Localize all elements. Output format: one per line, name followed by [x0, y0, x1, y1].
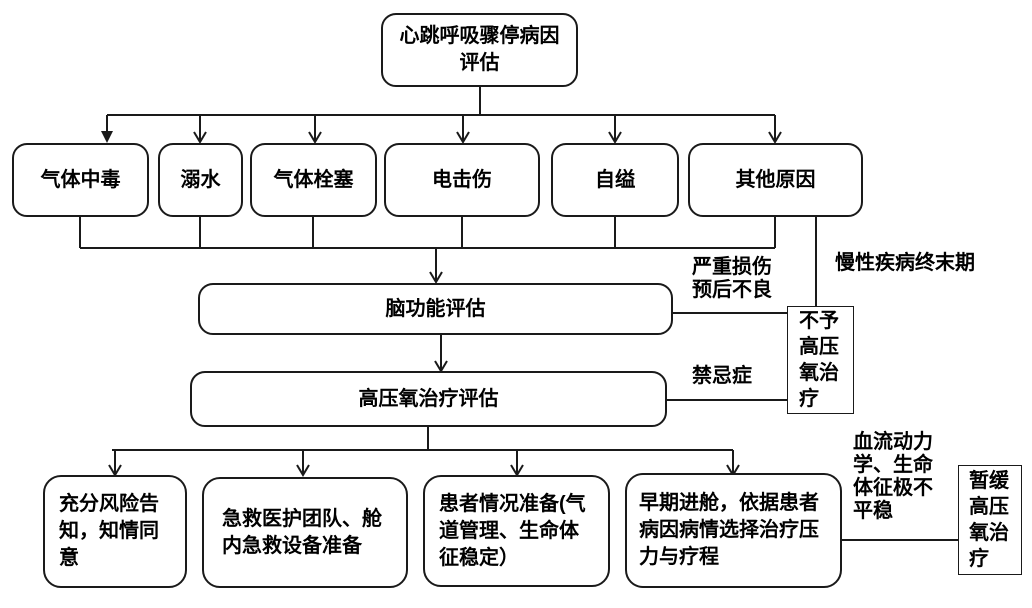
- node-cause-gas-poisoning: 气体中毒: [12, 143, 149, 217]
- node-label: 不予高压氧治疗: [799, 310, 839, 410]
- connector-lines: [79, 87, 958, 541]
- node-cause-hanging: 自缢: [551, 143, 679, 217]
- node-label: 充分风险告知，知情同意: [59, 493, 159, 569]
- node-no-hbo-therapy: 不予高压氧治疗: [787, 306, 854, 414]
- node-label: 溺水: [180, 168, 221, 191]
- node-root-cause-assessment: 心跳呼吸骤停病因评估: [381, 13, 578, 87]
- edge-label-hemodynamic-unstable: 血流动力学、生命体征极不平稳: [853, 431, 933, 522]
- node-prep-team-equipment: 急救医护团队、舱内急救设备准备: [202, 477, 408, 588]
- node-cause-gas-embolism: 气体栓塞: [250, 143, 377, 217]
- node-cause-drowning: 溺水: [158, 143, 243, 217]
- node-prep-patient-condition: 患者情况准备(气道管理、生命体征稳定）: [423, 475, 610, 587]
- node-label: 气体栓塞: [273, 168, 354, 191]
- node-cause-other: 其他原因: [688, 143, 863, 217]
- node-root-label: 心跳呼吸骤停病因评估: [399, 25, 560, 74]
- node-label: 早期进舱，依据患者病因病情选择治疗压力与疗程: [639, 492, 819, 568]
- node-label: 其他原因: [735, 168, 816, 191]
- node-prep-risk-consent: 充分风险告知，知情同意: [43, 475, 187, 588]
- node-defer-hbo-therapy: 暂缓高压氧治疗: [958, 465, 1022, 575]
- node-brain-function-eval: 脑功能评估: [198, 283, 673, 335]
- node-label: 患者情况准备(气道管理、生命体征稳定）: [439, 492, 586, 569]
- node-label: 气体中毒: [40, 168, 121, 191]
- edge-label-severe-injury: 严重损伤预后不良: [692, 256, 772, 301]
- node-label: 暂缓高压氧治疗: [969, 470, 1009, 570]
- node-label: 自缢: [595, 168, 635, 191]
- edge-label-chronic-terminal: 慢性疾病终末期: [835, 252, 975, 274]
- node-cause-electric-shock: 电击伤: [384, 143, 540, 217]
- node-prep-early-entry: 早期进舱，依据患者病因病情选择治疗压力与疗程: [625, 473, 842, 588]
- node-label: 高压氧治疗评估: [358, 387, 499, 410]
- node-label: 急救医护团队、舱内急救设备准备: [222, 507, 382, 557]
- node-label: 脑功能评估: [385, 297, 486, 320]
- node-label: 电击伤: [432, 168, 492, 191]
- node-hbo-therapy-eval: 高压氧治疗评估: [190, 371, 667, 427]
- arrowheads: [101, 131, 782, 477]
- edge-label-contraindication: 禁忌症: [692, 365, 752, 387]
